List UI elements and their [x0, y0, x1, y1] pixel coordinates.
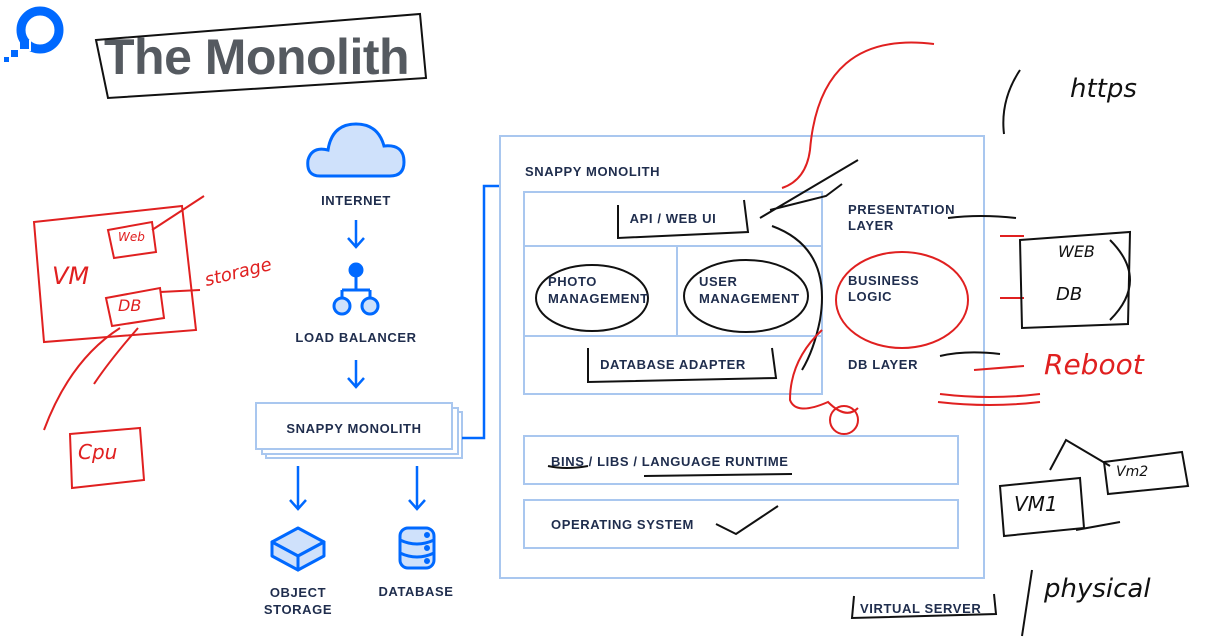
database-icon: [398, 526, 436, 570]
database-adapter-label: DATABASE ADAPTER: [600, 357, 746, 372]
monolith-label: SNAPPY MONOLITH: [286, 421, 422, 436]
note-physical: physical: [1044, 574, 1151, 604]
database-label: DATABASE: [378, 584, 454, 599]
note-db-right: DB: [1056, 284, 1083, 305]
note-web: Web: [118, 230, 145, 244]
note-vm: VM: [52, 262, 90, 290]
load-balancer-icon: [332, 262, 380, 316]
business-logic-label: BUSINESS LOGIC: [848, 273, 920, 304]
note-vm1: VM1: [1014, 492, 1058, 516]
server-heading: SNAPPY MONOLITH: [525, 164, 661, 179]
virtual-server-label: VIRTUAL SERVER: [860, 601, 982, 616]
api-web-ui-label: API / WEB UI: [629, 211, 717, 226]
runtime-label: BINS / LIBS / LANGUAGE RUNTIME: [551, 454, 789, 469]
note-cpu: Cpu: [78, 440, 118, 464]
cloud-icon: [306, 122, 406, 178]
load-balancer-label: LOAD BALANCER: [295, 330, 417, 345]
object-storage-label: OBJECT STORAGE: [263, 585, 333, 617]
presentation-layer-label: PRESENTATION LAYER: [848, 202, 956, 233]
db-layer-label: DB LAYER: [848, 357, 919, 372]
note-db: DB: [118, 296, 142, 315]
note-reboot: Reboot: [1044, 348, 1144, 381]
os-label: OPERATING SYSTEM: [551, 517, 694, 532]
note-vm2: Vm2: [1116, 464, 1149, 480]
object-storage-icon: [270, 526, 326, 572]
note-https: https: [1070, 74, 1137, 104]
photo-management-label: PHOTO MANAGEMENT: [548, 274, 649, 306]
note-web-right: WEB: [1058, 242, 1095, 261]
internet-label: INTERNET: [321, 193, 391, 208]
page-title: The Monolith: [104, 29, 410, 85]
user-management-label: USER MANAGEMENT: [699, 274, 800, 306]
